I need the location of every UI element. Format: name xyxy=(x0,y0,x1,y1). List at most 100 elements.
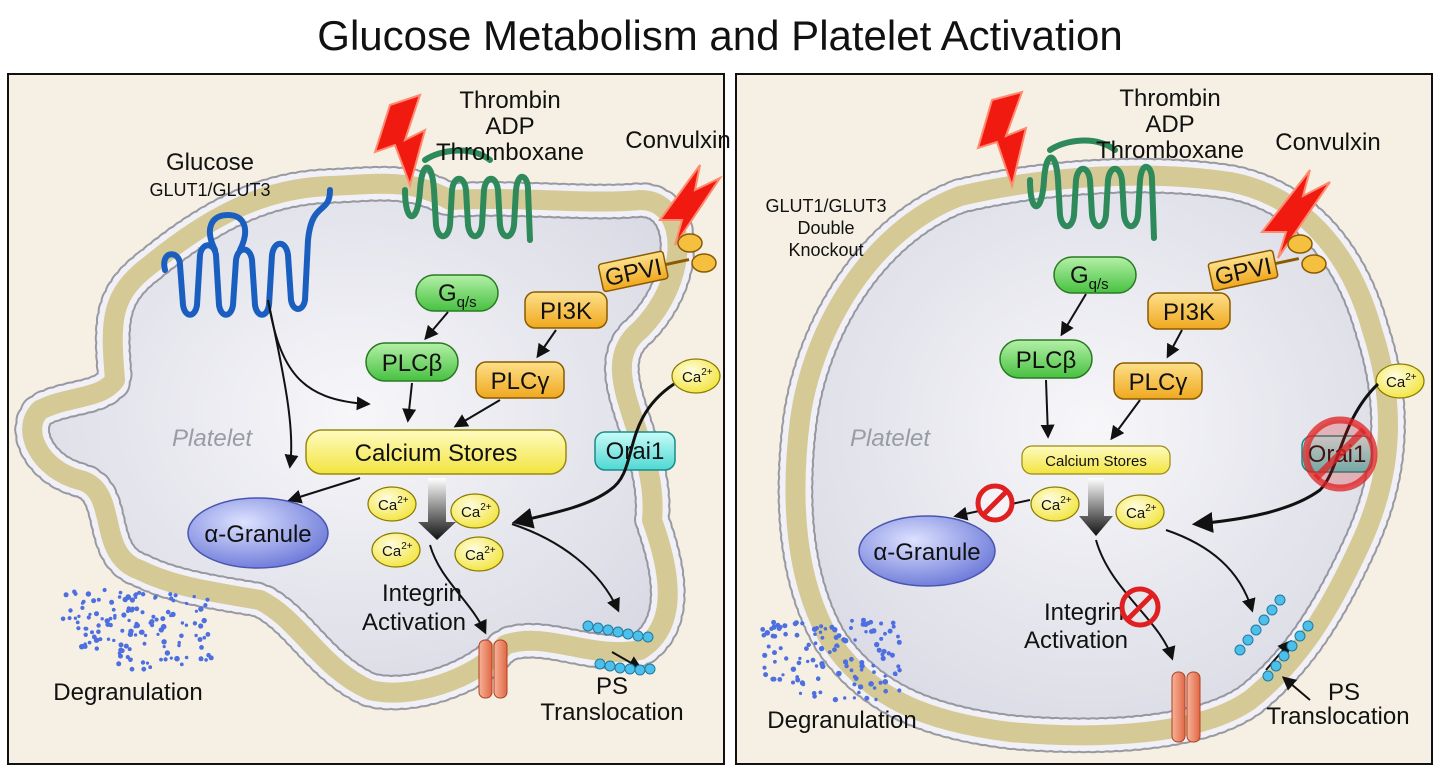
degranulation-dot xyxy=(177,640,181,645)
degranulation-dot xyxy=(772,650,777,656)
degranulation-dot xyxy=(762,652,768,658)
degranulation-dot xyxy=(100,617,104,621)
degranulation-dot xyxy=(60,616,66,622)
degranulation-dot xyxy=(773,659,777,664)
pi3k-label: PI3K xyxy=(1163,299,1215,326)
glucose-label: Glucose xyxy=(166,149,254,176)
degranulation-dot xyxy=(868,619,874,625)
degranulation-dot xyxy=(818,645,825,652)
degranulation-dot xyxy=(878,680,883,685)
degranulation-dot xyxy=(818,630,823,634)
degranulation-dot xyxy=(804,646,809,651)
degranulation-dot xyxy=(811,626,818,632)
degranulation-dot xyxy=(116,661,122,667)
convulxin-label: Convulxin xyxy=(625,127,730,154)
degranulation-dot xyxy=(794,632,800,638)
svg-text:Ca2+: Ca2+ xyxy=(1126,503,1157,522)
thrombin-label: Thrombin xyxy=(459,87,560,114)
degranulation-dot xyxy=(140,610,145,615)
degranulation-dot xyxy=(806,642,811,647)
degranulation-dot xyxy=(145,661,150,665)
integrin-protein xyxy=(1171,671,1201,743)
degranulation-dot xyxy=(113,613,117,618)
degranulation-dot xyxy=(165,609,171,615)
degranulation-dot xyxy=(872,686,877,690)
degranulation-dot xyxy=(129,666,135,672)
adp-label: ADP xyxy=(1145,111,1194,138)
pi3k-node: PI3K xyxy=(524,291,608,329)
degranulation-dot xyxy=(118,647,124,653)
degranulation-dot xyxy=(120,628,125,633)
degranulation-dot xyxy=(87,640,92,645)
convulxin-binding-icon xyxy=(691,253,717,273)
degranulation-dot xyxy=(197,637,203,642)
glut-label: GLUT1/GLUT3 xyxy=(149,180,270,200)
degranulation-dot xyxy=(162,645,166,649)
degranulation-dot xyxy=(117,651,122,656)
degranulation-dot xyxy=(94,611,99,617)
gpvi-receptor: GPVI xyxy=(1207,249,1300,292)
degranulation-dot xyxy=(163,657,168,662)
degranulation-dot xyxy=(889,652,895,658)
degranulation-dot xyxy=(770,676,776,682)
degranulation-dot xyxy=(134,595,138,600)
degranulation-dot xyxy=(141,666,147,672)
degranulation-dot xyxy=(766,644,771,649)
degranulation-dot xyxy=(91,598,97,604)
degranulation-dot xyxy=(843,696,847,700)
integrin-protein xyxy=(478,639,508,699)
degranulation-dot xyxy=(112,638,116,643)
degranulation-dot xyxy=(174,655,180,662)
plcg-label: PLCγ xyxy=(491,368,550,395)
degranulation-dot xyxy=(83,642,87,646)
degranulation-dot xyxy=(118,590,123,595)
ps-label: PS xyxy=(596,673,628,700)
degranulation-dot xyxy=(795,675,800,679)
degranulation-dot xyxy=(151,614,156,619)
degranulation-dot xyxy=(201,617,207,624)
degranulation-dot xyxy=(886,651,891,656)
gpcr-receptor xyxy=(1027,137,1157,241)
degranulation-dot xyxy=(164,650,171,656)
degranulation-dot xyxy=(134,623,139,628)
degranulation-dot xyxy=(80,605,85,611)
degranulation-dot xyxy=(763,672,769,678)
degranulation-dot xyxy=(874,697,878,702)
degranulation-dot xyxy=(871,628,877,634)
degranulation-dot xyxy=(169,596,174,601)
degranulation-dot xyxy=(159,657,163,662)
inhibit-icon xyxy=(975,483,1015,523)
degranulation-dot xyxy=(199,645,204,650)
calcium-release-arrow xyxy=(418,478,456,540)
plcb-node: PLCβ xyxy=(365,342,459,382)
degranulation-dot xyxy=(83,626,88,631)
degranulation-dot xyxy=(194,609,198,613)
degranulation-dot xyxy=(81,599,86,604)
calcium-ion: Ca2+ xyxy=(450,493,500,529)
degranulation-dot xyxy=(818,690,823,695)
degranulation-label: Degranulation xyxy=(767,707,916,734)
degranulation-dot xyxy=(842,659,849,665)
svg-text:Ca2+: Ca2+ xyxy=(682,367,713,386)
degranulation-dot xyxy=(849,626,853,630)
degranulation-dot xyxy=(897,668,902,673)
degranulation-dot xyxy=(819,624,824,629)
degranulation-dot xyxy=(160,616,166,622)
degranulation-dot xyxy=(76,626,81,631)
degranulation-dot xyxy=(833,635,839,640)
degranulation-dot xyxy=(118,642,124,648)
degranulation-dot xyxy=(198,623,204,629)
degranulation-dot xyxy=(871,663,876,668)
degranulation-dot xyxy=(106,637,111,641)
translocation-label: Translocation xyxy=(1266,703,1409,730)
degranulation-dot xyxy=(813,632,817,636)
degranulation-dot xyxy=(67,616,72,621)
degranulation-dot xyxy=(798,691,803,696)
convulxin-label: Convulxin xyxy=(1275,129,1380,156)
degranulation-dot xyxy=(168,592,173,597)
pi3k-node: PI3K xyxy=(1147,292,1231,330)
degranulation-dot xyxy=(795,677,801,683)
degranulation-dot xyxy=(129,597,135,603)
degranulation-dot xyxy=(859,660,865,665)
